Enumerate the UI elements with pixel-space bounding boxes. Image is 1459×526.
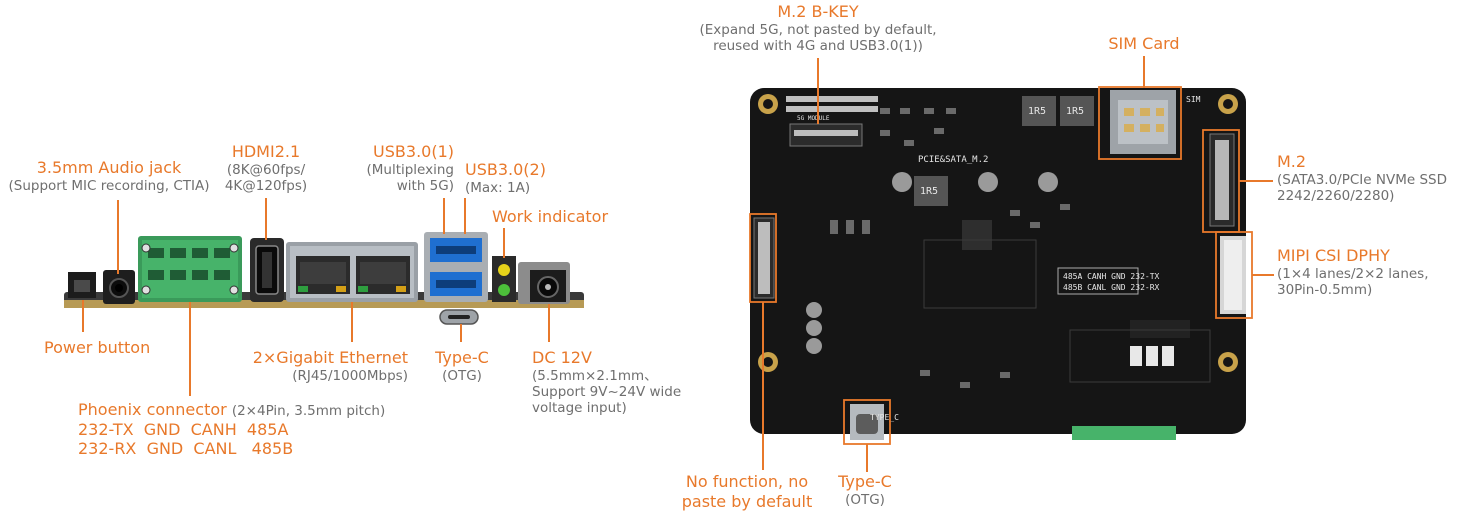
phoenix-title: Phoenix connector [78, 400, 227, 419]
top-view-board [750, 88, 1246, 440]
typec-right-label: Type-C (OTG) [830, 472, 900, 508]
silk-pin-row2: 485B CANL GND 232-RX [1063, 283, 1160, 292]
silk-inductor-b: 1R5 [1066, 106, 1084, 117]
silk-typec: TYPE_C [870, 413, 899, 422]
m2-bkey-sub2: reused with 4G and USB3.0(1)) [713, 37, 923, 54]
mipi-label: MIPI CSI DPHY (1×4 lanes/2×2 lanes, 30Pi… [1277, 246, 1429, 298]
typec-right-leader [866, 444, 868, 472]
phoenix-line2: 232-RX GND CANL 485B [78, 439, 294, 459]
usb1-leader [443, 198, 445, 234]
side-view-board [64, 232, 584, 325]
typec-left-part [439, 309, 479, 325]
dc-title: DC 12V [532, 348, 592, 367]
m2-title: M.2 [1277, 152, 1307, 171]
typec-left-title: Type-C [435, 348, 489, 367]
typec-left-label: Type-C (OTG) [424, 348, 500, 384]
m2-bkey-leader [817, 58, 819, 124]
usb2-leader [464, 198, 466, 234]
usb2-label: USB3.0(2) (Max: 1A) [465, 160, 546, 196]
m2-leader [1239, 180, 1273, 182]
power-button-label: Power button [44, 338, 150, 358]
work-indicator-title: Work indicator [492, 207, 609, 226]
work-indicator-label: Work indicator [492, 207, 608, 227]
mipi-sub2: 30Pin-0.5mm) [1277, 281, 1373, 298]
usb2-title: USB3.0(2) [465, 160, 546, 179]
hdmi-sub2: 4K@120fps) [224, 177, 308, 194]
m2-sub2: 2242/2260/2280) [1277, 187, 1395, 204]
dc-sub3: voltage input) [532, 400, 627, 417]
phoenix-leader [189, 302, 191, 396]
silkscreen-text: 5G MODULE PCIE&SATA_M.2 SIM 485A CANH GN… [797, 95, 1201, 422]
sim-leader [1143, 56, 1145, 88]
power-button-part [68, 272, 96, 298]
m2-label: M.2 (SATA3.0/PCIe NVMe SSD 2242/2260/228… [1277, 152, 1447, 204]
sim-title: SIM Card [1108, 34, 1180, 53]
silk-inductor-c: 1R5 [920, 186, 938, 197]
usb-ports-part [424, 232, 488, 302]
m2-bkey-sub1: (Expand 5G, not pasted by default, [699, 21, 937, 38]
ethernet-sub: (RJ45/1000Mbps) [292, 367, 408, 384]
ethernet-leader [351, 302, 353, 342]
silk-pin-row1: 485A CANH GND 232-TX [1063, 272, 1160, 281]
power-button-leader [82, 300, 84, 332]
power-button-title: Power button [44, 338, 151, 357]
ethernet-ports-part [286, 242, 418, 302]
silk-pcie: PCIE&SATA_M.2 [918, 155, 988, 165]
ethernet-title: 2×Gigabit Ethernet [252, 348, 408, 367]
dc-label: DC 12V (5.5mm×2.1mm、 Support 9V~24V wide… [532, 348, 681, 417]
audio-label: 3.5mm Audio jack (Support MIC recording,… [2, 158, 216, 194]
dc-jack-part [518, 262, 570, 304]
silk-sim: SIM [1186, 95, 1201, 104]
mipi-title: MIPI CSI DPHY [1277, 246, 1390, 265]
usb1-label: USB3.0(1) (Multiplexing with 5G) [340, 142, 454, 194]
ethernet-label: 2×Gigabit Ethernet (RJ45/1000Mbps) [236, 348, 408, 384]
sim-label: SIM Card [1094, 34, 1194, 54]
audio-title: 3.5mm Audio jack [36, 158, 182, 177]
typec-left-sub: (OTG) [442, 367, 482, 384]
hdmi-label: HDMI2.1 (8K@60fps/ 4K@120fps) [214, 142, 318, 194]
audio-sub: (Support MIC recording, CTIA) [8, 177, 210, 194]
usb2-sub: (Max: 1A) [465, 179, 531, 196]
usb1-sub1: (Multiplexing [366, 161, 454, 178]
typec-right-title: Type-C [838, 472, 892, 491]
silk-module: 5G MODULE [797, 115, 830, 122]
nofunc-title2: paste by default [681, 491, 813, 511]
typec-left-leader [460, 324, 462, 342]
dc-sub1: (5.5mm×2.1mm、 [532, 367, 658, 384]
work-indicator-leader [503, 228, 505, 258]
phoenix-connector-part [138, 236, 242, 302]
phoenix-line1: 232-TX GND CANH 485A [78, 419, 289, 439]
phoenix-label: Phoenix connector (2×4Pin, 3.5mm pitch) … [78, 400, 385, 459]
hdmi-sub1: (8K@60fps/ [226, 161, 306, 178]
mipi-leader [1252, 274, 1274, 276]
usb1-title: USB3.0(1) [373, 142, 454, 161]
sim-highlight [1098, 86, 1182, 160]
usb1-sub2: with 5G) [396, 177, 454, 194]
silk-inductor-a: 1R5 [1028, 106, 1046, 117]
nofunc-title1: No function, no [685, 472, 809, 491]
m2-sub1: (SATA3.0/PCIe NVMe SSD [1277, 171, 1447, 188]
hdmi-title: HDMI2.1 [231, 142, 301, 161]
dc-leader [548, 304, 550, 342]
phoenix-sub: (2×4Pin, 3.5mm pitch) [231, 403, 386, 419]
nofunc-label: No function, no paste by default [672, 472, 822, 511]
led-indicators-part [492, 256, 516, 302]
m2-bkey-title: M.2 B-KEY [777, 2, 859, 21]
dc-sub2: Support 9V~24V wide [532, 383, 682, 400]
typec-right-sub: (OTG) [845, 491, 885, 508]
mipi-sub1: (1×4 lanes/2×2 lanes, [1277, 265, 1429, 282]
hdmi-port-part [250, 238, 284, 302]
nofunc-leader [762, 302, 764, 470]
audio-jack-part [103, 270, 135, 304]
hdmi-leader [265, 198, 267, 240]
m2-bkey-label: M.2 B-KEY (Expand 5G, not pasted by defa… [680, 2, 956, 54]
audio-leader [117, 200, 119, 274]
highlight-boxes [749, 86, 1253, 445]
